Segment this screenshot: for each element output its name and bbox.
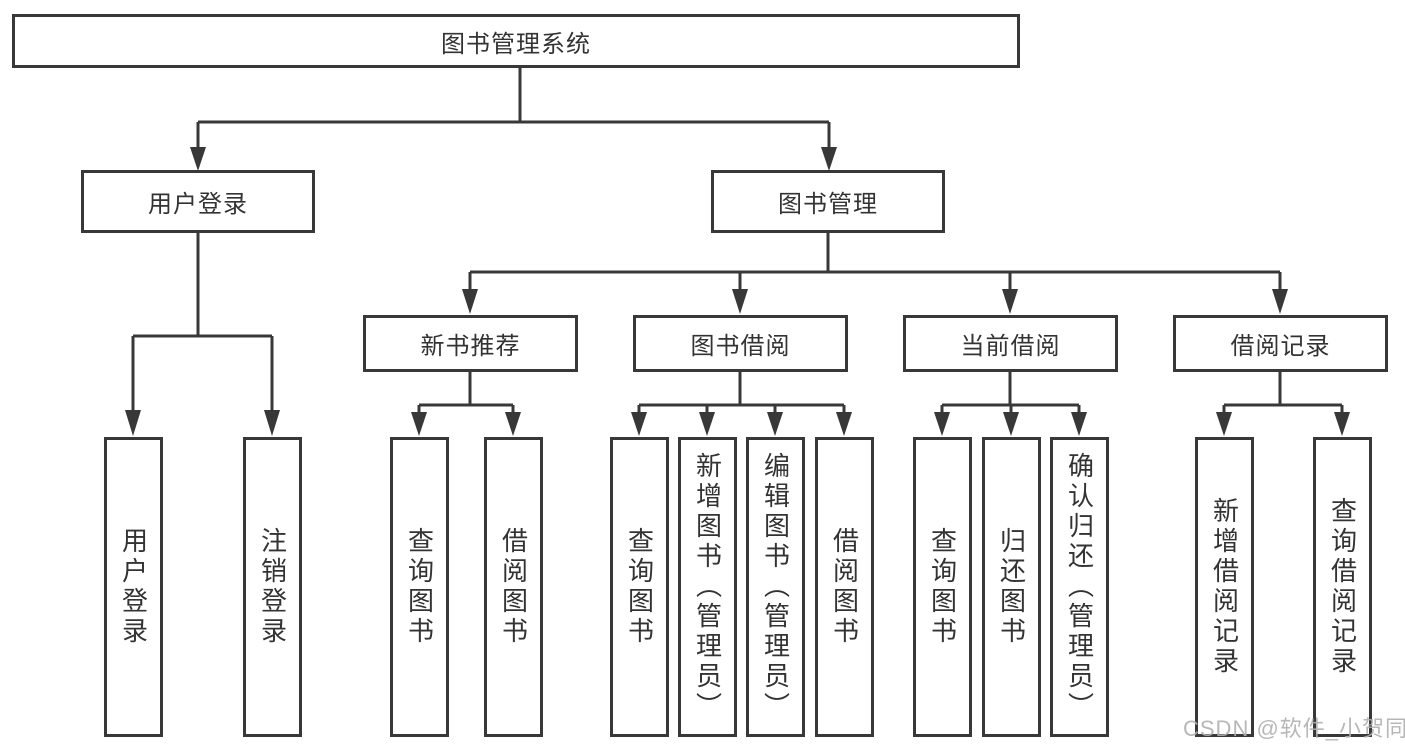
node-label: 图书借阅 — [690, 333, 791, 360]
node-new-book-recommendation: 新书推荐 — [363, 315, 578, 372]
node-label: 用户登录 — [148, 191, 248, 218]
node-label: 新书推荐 — [420, 333, 521, 360]
node-label: 查询图书 — [624, 527, 655, 647]
node-borrowing-records: 借阅记录 — [1173, 315, 1388, 372]
leaf-recommend-borrow-books: 借阅图书 — [484, 437, 543, 737]
node-label: 图书管理系统 — [441, 30, 591, 58]
node-label: 用户登录 — [118, 527, 149, 647]
watermark: CSDN @软件_小贺同学 — [1183, 716, 1405, 741]
node-label: 新增借阅记录 — [1209, 497, 1240, 677]
leaf-logout: 注销登录 — [243, 437, 302, 737]
leaf-current-return-books: 归还图书 — [982, 437, 1041, 737]
connector-current-borrowing-children — [934, 372, 1087, 436]
node-label: 查询图书 — [927, 527, 958, 647]
node-label: 编辑图书（管理员） — [760, 452, 791, 722]
connector-root-to-level2 — [190, 68, 837, 171]
node-label: 新增图书（管理员） — [692, 452, 723, 722]
node-label: 查询图书 — [404, 527, 435, 647]
node-label: 查询借阅记录 — [1327, 497, 1358, 677]
node-label: 借阅图书 — [498, 527, 529, 647]
node-user-login: 用户登录 — [81, 170, 315, 233]
leaf-current-query-books: 查询图书 — [913, 437, 972, 737]
node-label: 图书管理 — [778, 191, 878, 218]
node-label: 确认归还（管理员） — [1064, 452, 1095, 722]
connector-borrowing-records-children — [1216, 372, 1350, 436]
leaf-records-add-record: 新增借阅记录 — [1195, 437, 1254, 737]
connector-book-management-children — [462, 233, 1288, 314]
leaf-borrowing-edit-books-admin: 编辑图书（管理员） — [746, 437, 805, 737]
connector-book-borrowing-children — [631, 372, 852, 436]
node-book-management: 图书管理 — [711, 170, 945, 233]
connector-user-login-children — [125, 233, 280, 436]
node-label: 归还图书 — [996, 527, 1027, 647]
node-current-borrowing: 当前借阅 — [903, 315, 1118, 372]
leaf-user-login: 用户登录 — [104, 437, 163, 737]
leaf-borrowing-add-books-admin: 新增图书（管理员） — [678, 437, 737, 737]
node-label: 注销登录 — [257, 527, 288, 647]
node-label: 借阅记录 — [1230, 333, 1331, 360]
leaf-borrowing-borrow-books: 借阅图书 — [815, 437, 874, 737]
leaf-current-confirm-return-admin: 确认归还（管理员） — [1050, 437, 1109, 737]
leaf-recommend-query-books: 查询图书 — [390, 437, 449, 737]
leaf-records-query-record: 查询借阅记录 — [1313, 437, 1372, 737]
node-label: 当前借阅 — [960, 333, 1061, 360]
node-book-borrowing: 图书借阅 — [633, 315, 848, 372]
node-library-management-system: 图书管理系统 — [12, 14, 1020, 68]
node-label: 借阅图书 — [829, 527, 860, 647]
connector-new-book-recommendation-children — [411, 372, 521, 436]
leaf-borrowing-query-books: 查询图书 — [610, 437, 669, 737]
